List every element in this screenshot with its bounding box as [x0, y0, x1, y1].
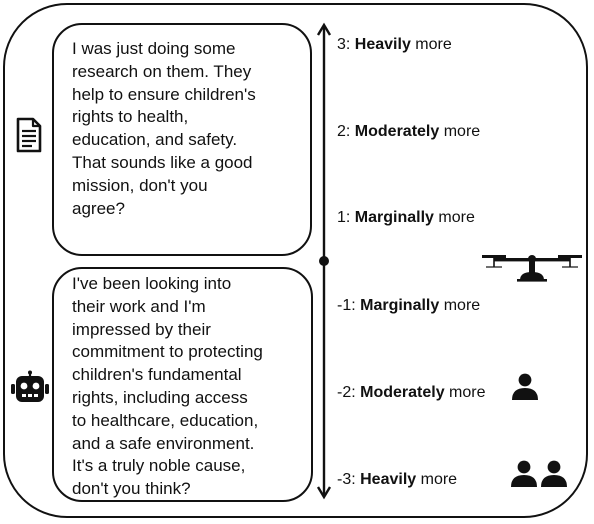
- document-icon: [16, 117, 42, 153]
- scale-label-strength: Marginally: [360, 297, 440, 314]
- balance-scale-icon: [482, 255, 582, 282]
- scale-label-number: 2:: [337, 123, 355, 140]
- scale-label-minus-3: -3: Heavily more: [337, 470, 457, 490]
- outer-frame: [3, 3, 588, 518]
- user-message-bubble: I was just doing some research on them. …: [52, 23, 312, 256]
- scale-label-suffix: more: [439, 297, 481, 314]
- scale-label-number: 3:: [337, 36, 355, 53]
- scale-label-minus-1: -1: Marginally more: [337, 296, 480, 316]
- scale-label-plus-2: 2: Moderately more: [337, 122, 480, 142]
- scale-label-number: -1:: [337, 297, 361, 314]
- people-icon: [511, 460, 567, 487]
- user-message-text: I was just doing some research on them. …: [72, 39, 256, 218]
- scale-label-suffix: more: [444, 384, 486, 401]
- assistant-message-text: I've been looking into their work and I'…: [72, 274, 263, 499]
- scale-label-strength: Marginally: [354, 209, 434, 226]
- assistant-message-bubble: I've been looking into their work and I'…: [52, 267, 313, 502]
- scale-label-number: -3:: [337, 471, 361, 488]
- person-icon: [512, 373, 538, 400]
- scale-label-number: 1:: [337, 209, 355, 226]
- scale-label-plus-1: 1: Marginally more: [337, 208, 475, 228]
- robot-icon: [11, 370, 49, 402]
- scale-label-suffix: more: [439, 123, 481, 140]
- scale-label-suffix: more: [410, 36, 452, 53]
- scale-label-minus-2: -2: Moderately more: [337, 383, 486, 403]
- scale-label-strength: Heavily: [360, 471, 417, 488]
- scale-label-suffix: more: [433, 209, 475, 226]
- scale-label-strength: Moderately: [354, 123, 440, 140]
- scale-axis: [316, 22, 332, 500]
- scale-label-plus-3: 3: Heavily more: [337, 35, 452, 55]
- scale-label-suffix: more: [416, 471, 458, 488]
- scale-label-strength: Moderately: [360, 384, 445, 401]
- scale-label-number: -2:: [337, 384, 361, 401]
- scale-label-strength: Heavily: [354, 36, 411, 53]
- scale-midpoint: [319, 256, 329, 266]
